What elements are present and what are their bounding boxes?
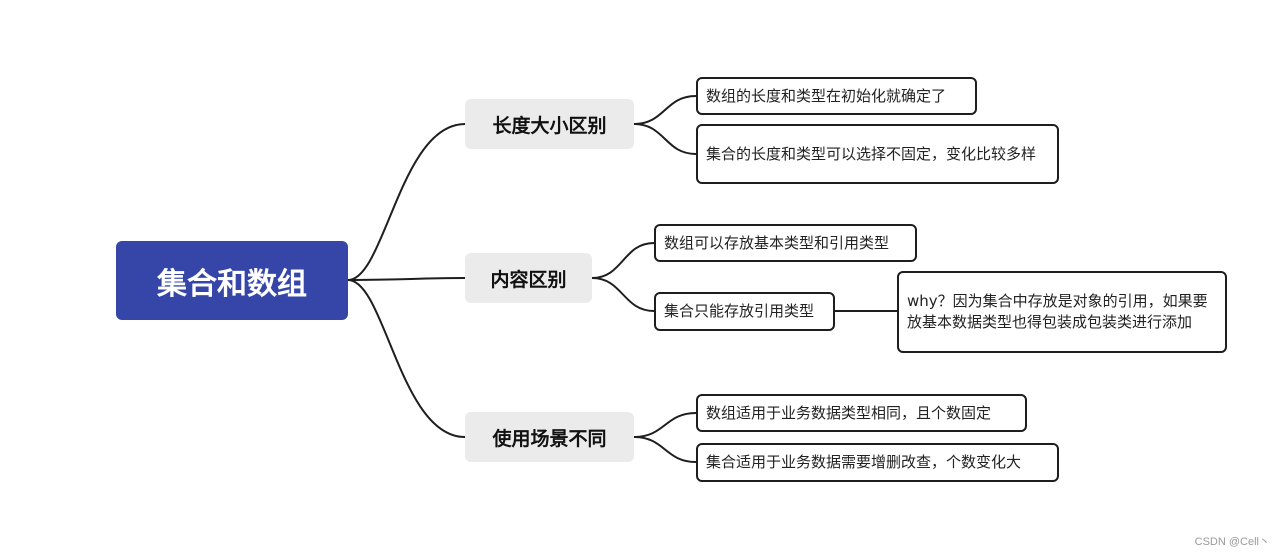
branch-node-content[interactable]: 内容区别 [465, 253, 592, 303]
connector-branch-1-leaf-2 [633, 123, 697, 155]
connector-root-branch-1 [347, 123, 466, 281]
branch-node-usage-scenario[interactable]: 使用场景不同 [465, 412, 634, 462]
leaf-node-text: 集合的长度和类型可以选择不固定，变化比较多样 [706, 144, 1037, 163]
connector-branch-3-leaf-2 [633, 436, 697, 463]
leaf-node[interactable]: 数组可以存放基本类型和引用类型 [654, 224, 917, 262]
connector-branch-2-leaf-2 [591, 277, 655, 312]
leaf-node[interactable]: 集合的长度和类型可以选择不固定，变化比较多样 [696, 124, 1059, 184]
leaf-node-text: 数组可以存放基本类型和引用类型 [664, 233, 890, 252]
leaf-node-text: 数组适用于业务数据类型相同，且个数固定 [706, 403, 992, 422]
note-node-why[interactable]: why？因为集合中存放是对象的引用，如果要放基本数据类型也得包装成包装类进行添加 [897, 271, 1227, 353]
leaf-node[interactable]: 数组的长度和类型在初始化就确定了 [696, 77, 977, 115]
root-node[interactable]: 集合和数组 [116, 241, 348, 320]
branch-node-length-size[interactable]: 长度大小区别 [465, 99, 634, 149]
leaf-node-text: 集合适用于业务数据需要增删改查，个数变化大 [706, 453, 1022, 471]
leaf-node[interactable]: 集合适用于业务数据需要增删改查，个数变化大 [696, 443, 1059, 482]
watermark: CSDN @Cell丶 [1194, 536, 1270, 548]
connector-root-branch-3 [347, 279, 466, 438]
connector-branch-2-leaf-1 [591, 242, 655, 279]
note-node-text: why？因为集合中存放是对象的引用，如果要放基本数据类型也得包装成包装类进行添加 [907, 292, 1208, 331]
leaf-node-text: 数组的长度和类型在初始化就确定了 [706, 86, 947, 105]
connector-root-branch-2 [347, 277, 466, 281]
leaf-node-text: 集合只能存放引用类型 [664, 302, 815, 320]
connector-branch-3-leaf-1 [633, 412, 697, 438]
leaf-node[interactable]: 集合只能存放引用类型 [654, 292, 835, 331]
leaf-node[interactable]: 数组适用于业务数据类型相同，且个数固定 [696, 394, 1027, 432]
connector-branch-1-leaf-1 [633, 95, 697, 125]
